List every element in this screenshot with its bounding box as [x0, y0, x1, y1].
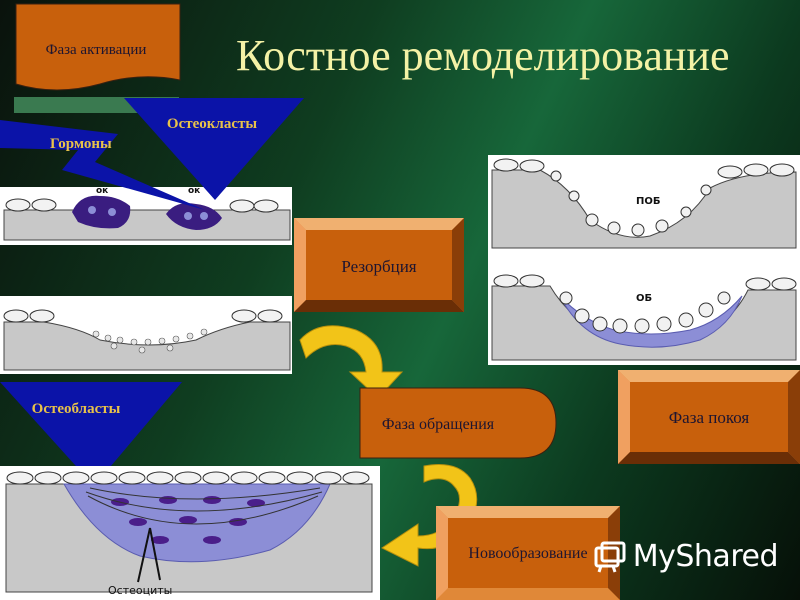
reversal-phase-shape: Фаза обращения [359, 387, 557, 459]
reversal-phase-label: Фаза обращения [382, 416, 495, 433]
osteoblasts-label: Остеобласты [32, 401, 121, 417]
pob-label: ПОБ [636, 196, 661, 207]
watermark-logo-icon [594, 541, 626, 572]
panel-resorption-cavity [0, 296, 292, 374]
resorption-box: Резорбция [294, 218, 464, 312]
ok-label-right: ок [188, 186, 200, 196]
watermark-text: MyShared [632, 539, 779, 574]
watermark: MyShared [593, 539, 779, 574]
panel-rest: ПОБ ОБ [488, 155, 800, 365]
ob-label: ОБ [636, 293, 652, 304]
osteoblasts-triangle: Остеобласты [0, 382, 182, 486]
new-formation-box: Новообразование [436, 506, 620, 600]
hormones-lightning: Гормоны [0, 120, 205, 210]
panel-new-formation: Остеоциты [0, 466, 380, 600]
panel-resorption-start: ок ок [0, 186, 292, 245]
rest-phase-label: Фаза покоя [669, 408, 750, 427]
slide-title: Костное ремоделирование [236, 31, 730, 80]
resorption-label: Резорбция [341, 257, 416, 276]
ok-label-left: ок [96, 186, 108, 196]
activation-phase-label: Фаза активации [46, 42, 147, 58]
activation-phase-banner: Фаза активации [15, 3, 181, 91]
new-formation-label: Новообразование [468, 545, 587, 562]
arrow-to-reversal [299, 325, 404, 399]
osteoclasts-label: Остеокласты [167, 116, 257, 132]
hormones-label: Гормоны [50, 136, 112, 152]
osteocytes-label: Остеоциты [108, 584, 172, 597]
rest-phase-box: Фаза покоя [618, 370, 800, 464]
osteoclast-cells-left [72, 195, 222, 230]
osteoclasts-triangle: Остеокласты [124, 98, 304, 200]
